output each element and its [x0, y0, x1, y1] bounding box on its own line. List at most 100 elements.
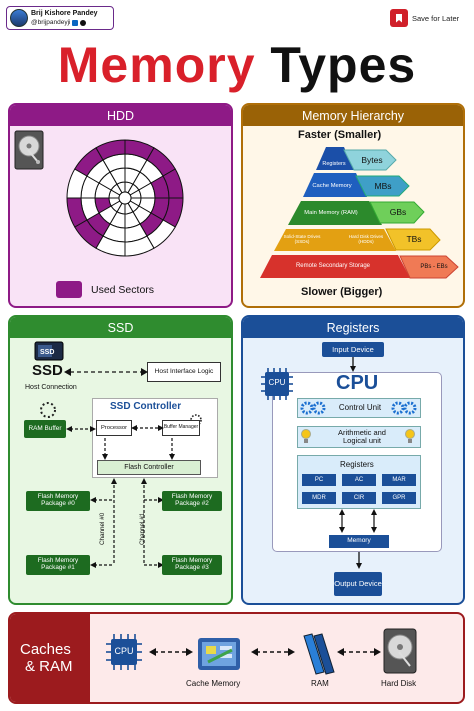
save-for-later-button[interactable]: Save for Later: [388, 7, 468, 29]
ram-stick-icon: [303, 633, 335, 675]
disk-sector: [95, 139, 126, 161]
ssd-big-label: SSD: [32, 362, 63, 379]
alu-box: [297, 426, 421, 448]
ssd-chip-icon: SSD: [34, 341, 64, 361]
host-connection-label: Host Connection: [25, 384, 77, 391]
flash-package-1: Flash Memory Package #1: [26, 555, 90, 575]
caches-title-line1: Caches: [20, 641, 71, 658]
level-remote-label: Remote Secondary Storage: [295, 262, 371, 269]
hdd-title: HDD: [10, 105, 231, 126]
output-device-box: Output Device: [334, 572, 382, 596]
size-gbs-arrow: [369, 201, 425, 224]
ssd-host-arrow: [64, 368, 148, 376]
level-cache-label: Cache Memory: [312, 182, 352, 189]
ssd-title: SSD: [10, 317, 231, 338]
save-label: Save for Later: [412, 13, 460, 23]
gear-icon: [300, 401, 326, 415]
avatar: [10, 9, 28, 27]
size-gbs-label: GBs: [389, 207, 407, 218]
ram-disk-arrow: [337, 648, 381, 656]
disk-hub: [118, 191, 132, 205]
hierarchy-pyramid: [260, 147, 459, 279]
used-sector-swatch: [56, 281, 82, 298]
input-device-box: Input Device: [322, 342, 384, 357]
control-unit-label: Control Unit: [338, 402, 382, 412]
level-hdd-label: Hard Disk Drives (HDDs): [348, 234, 384, 244]
cpu-chip-label: CPU: [268, 377, 286, 387]
flash-package-3: Flash Memory Package #3: [162, 555, 222, 575]
caches-title-line2: & RAM: [25, 658, 73, 675]
lightbulb-icon: [301, 429, 311, 443]
pyramid-level-registers: [316, 147, 354, 170]
ssd-controller-title: SSD Controller: [110, 401, 182, 412]
level-ssd-label: Solid-State Drives (SSDs): [283, 234, 321, 244]
disk-sector-diagram: [66, 139, 184, 257]
used-sectors-label: Used Sectors: [91, 284, 155, 296]
x-icon: [80, 19, 87, 26]
author-handle: @brijpandeyji: [31, 19, 71, 26]
svg-text:SSD: SSD: [40, 349, 54, 356]
hard-disk-label: Hard Disk: [381, 679, 417, 688]
channel0-label: Channel #0: [99, 512, 106, 545]
ram-buffer-box: RAM Buffer: [24, 420, 66, 438]
cpu-title: CPU: [336, 372, 379, 394]
reg-gpr: GPR: [382, 492, 416, 504]
flash-controller-box: Flash Controller: [97, 460, 201, 475]
pyramid-level-ram: [288, 201, 382, 225]
size-bytes-arrow: [343, 149, 397, 171]
linkedin-icon: [72, 19, 79, 26]
memory-hierarchy-title: Memory Hierarchy: [243, 105, 463, 126]
faster-label: Faster (Smaller): [298, 129, 382, 141]
output-arrow: [356, 552, 362, 569]
cache-memory-label: Cache Memory: [186, 679, 241, 688]
memory-box: Memory: [329, 535, 389, 548]
ssd-connectors: [66, 425, 175, 568]
reg-ac: AC: [342, 474, 376, 486]
level-ram-label: Main Memory (RAM): [304, 209, 358, 216]
reg-pc: PC: [302, 474, 336, 486]
hard-disk-icon: [14, 130, 44, 170]
reg-mar: MAR: [382, 474, 416, 486]
title-types: Types: [270, 37, 417, 93]
alu-label: Arithmetic and Logical unit: [338, 428, 386, 445]
pyramid-level-drives: [274, 229, 396, 251]
author-card[interactable]: Brij Kishore Pandey @brijpandeyji: [6, 6, 114, 30]
flash-package-0: Flash Memory Package #0: [26, 491, 90, 511]
level-registers-label: Registers: [322, 161, 346, 168]
size-bytes-label: Bytes: [361, 154, 383, 165]
memory-arrows: [339, 509, 377, 533]
input-arrow: [350, 357, 356, 372]
size-tbs-arrow: [385, 228, 441, 251]
channel1-label: Channel #1: [139, 512, 146, 545]
cache-cpu-chip-label: CPU: [114, 646, 134, 657]
reg-mdr: MDR: [302, 492, 336, 504]
page-title: Memory Types: [0, 34, 474, 96]
slower-label: Slower (Bigger): [301, 286, 383, 298]
pyramid-level-cache: [303, 173, 367, 197]
cpu-chip-icon: [261, 368, 293, 400]
hdd-panel: HDD: [8, 103, 233, 308]
ram-buffer-dots-icon: [40, 402, 56, 418]
control-unit-box: [297, 398, 421, 418]
registers-label: Registers: [340, 460, 374, 469]
hard-disk-icon-bottom: [383, 628, 417, 674]
size-mbs-arrow: [355, 175, 410, 197]
size-pbs-label: PBs - EBs: [420, 263, 448, 270]
lightbulb-icon-right: [405, 429, 415, 443]
gear-icon-right: [391, 401, 417, 415]
title-memory: Memory: [57, 37, 256, 93]
flash-package-2: Flash Memory Package #2: [162, 491, 222, 511]
cache-ram-arrow: [251, 648, 295, 656]
author-name: Brij Kishore Pandey: [31, 10, 98, 17]
registers-title: Registers: [243, 317, 463, 338]
cpu-cache-arrow: [149, 648, 193, 656]
size-mbs-label: MBs: [374, 180, 392, 191]
size-tbs-label: TBs: [406, 234, 422, 245]
bookmark-icon: [390, 9, 408, 27]
size-pbs-arrow: [399, 255, 459, 279]
ram-label: RAM: [311, 679, 329, 688]
cache-memory-icon: [198, 638, 240, 670]
cache-cpu-chip-icon: [106, 634, 142, 670]
reg-cir: CIR: [342, 492, 376, 504]
pyramid-level-remote: [260, 255, 410, 278]
